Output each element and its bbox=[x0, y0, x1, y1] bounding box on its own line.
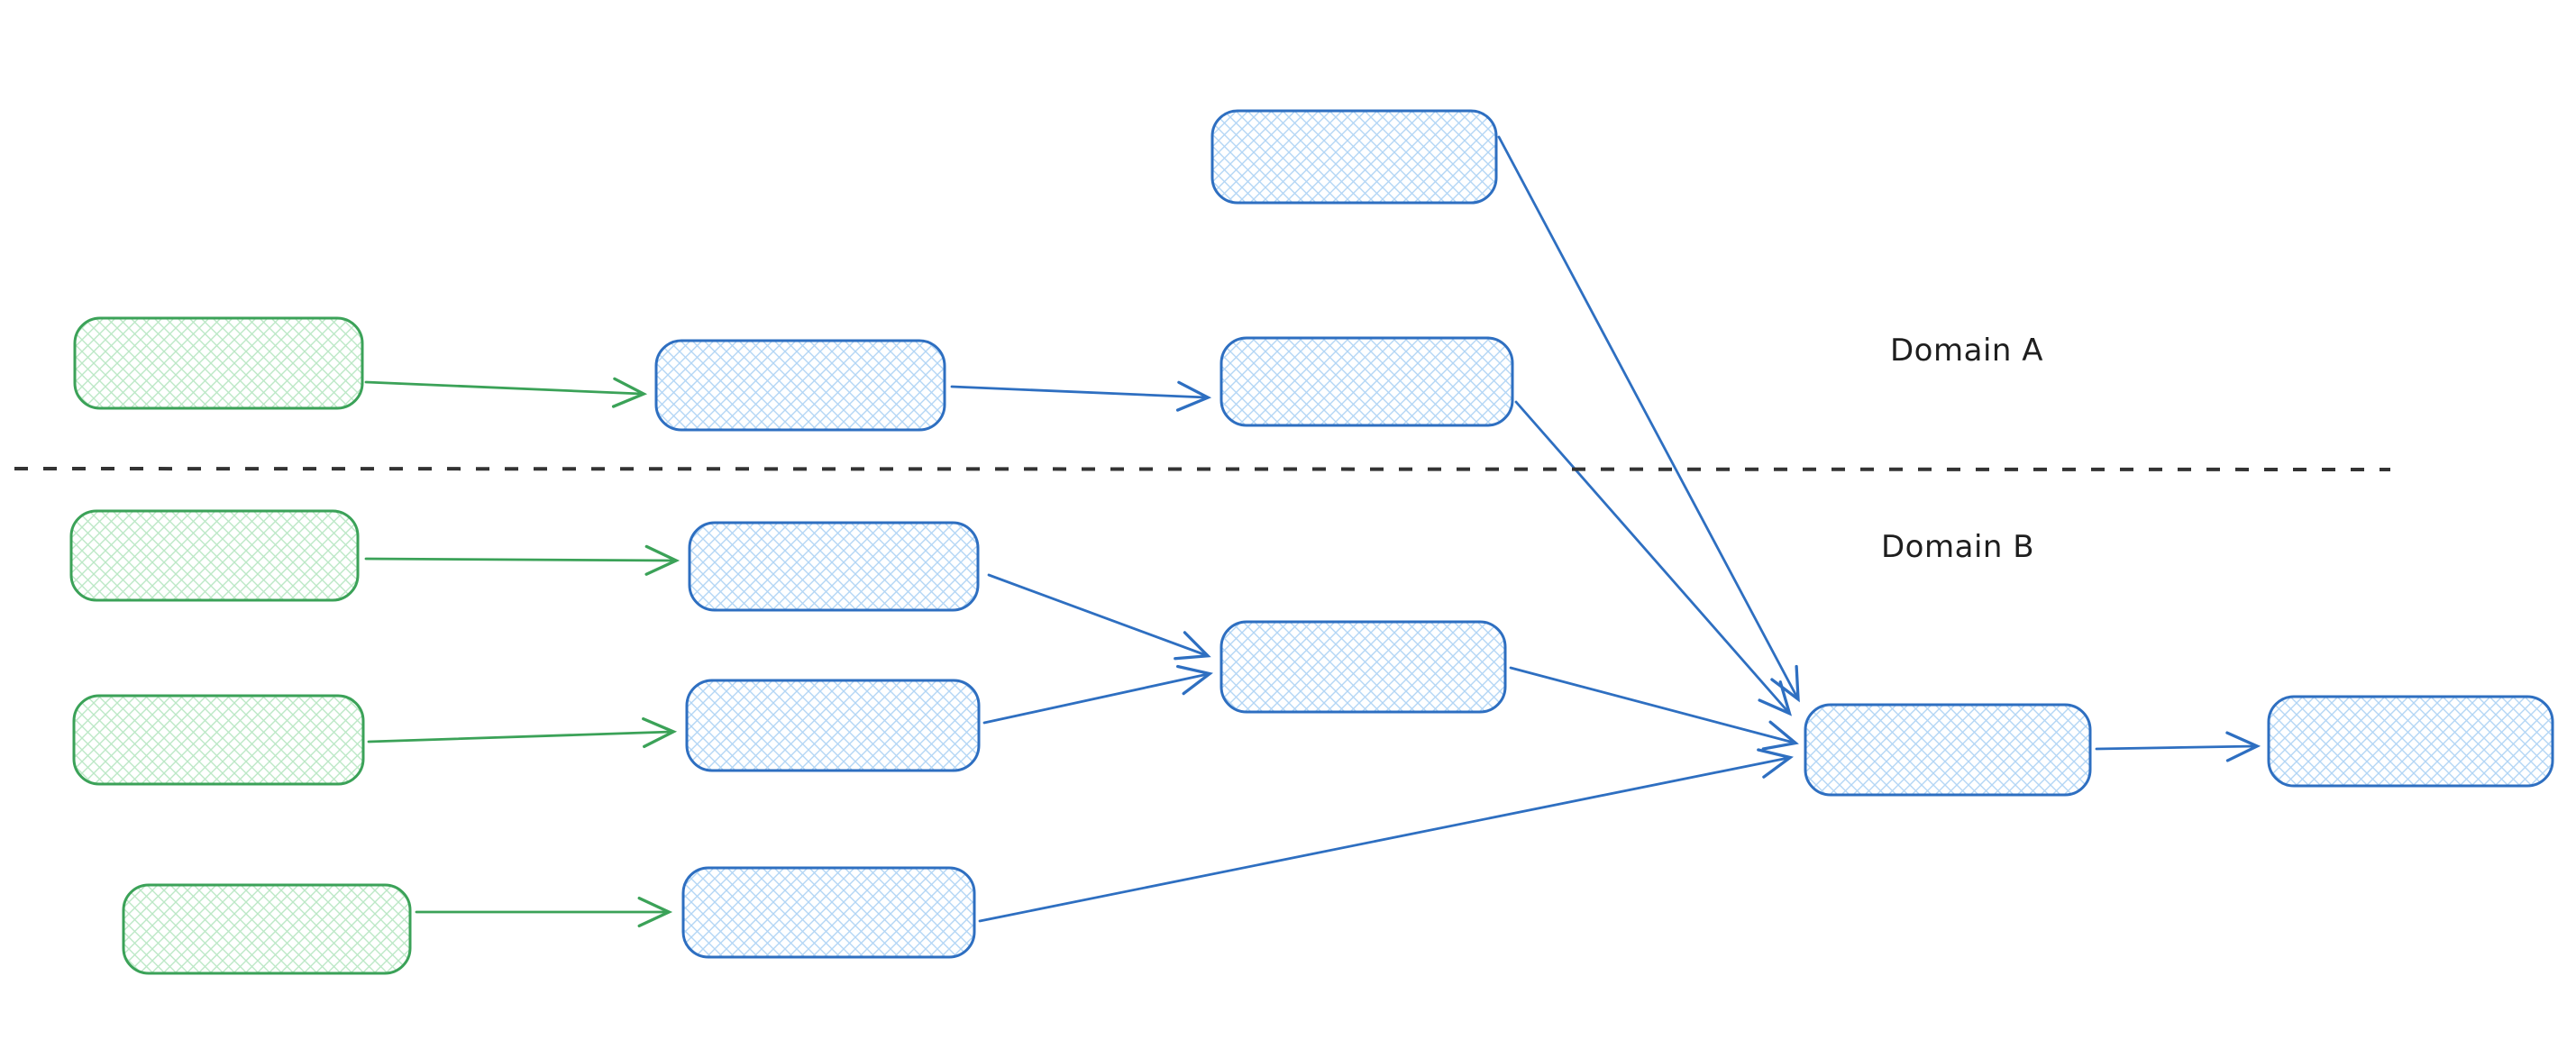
domain-divider-line bbox=[14, 467, 2391, 471]
node-blue-b3 bbox=[681, 866, 976, 959]
node-blue-b-join bbox=[1219, 620, 1507, 714]
node-blue-merge bbox=[1804, 703, 2092, 797]
node-green-2 bbox=[69, 509, 360, 602]
arrow-green-3-to-blue-b2 bbox=[367, 716, 678, 749]
node-blue-top bbox=[1210, 109, 1498, 205]
arrow-blue-top-to-blue-merge bbox=[1497, 135, 1800, 703]
nodes-layer bbox=[69, 109, 2554, 975]
node-blue-a1 bbox=[654, 339, 946, 432]
node-green-4 bbox=[122, 883, 412, 975]
arrow-blue-b3-to-blue-merge bbox=[978, 748, 1794, 923]
node-blue-a2 bbox=[1219, 336, 1514, 427]
arrow-green-1-to-blue-a1 bbox=[364, 377, 648, 408]
arrow-blue-b1-to-blue-b-join bbox=[987, 573, 1211, 661]
arrow-blue-b-join-to-blue-merge bbox=[1509, 666, 1799, 751]
arrow-blue-b2-to-blue-b-join bbox=[982, 664, 1213, 725]
arrow-blue-merge-to-blue-out bbox=[2095, 731, 2261, 762]
node-green-3 bbox=[72, 694, 365, 786]
node-blue-b2 bbox=[685, 679, 981, 772]
edges-layer bbox=[364, 135, 2261, 928]
node-blue-out bbox=[2267, 695, 2554, 788]
domain-b-label: Domain B bbox=[1881, 529, 2035, 565]
node-green-1 bbox=[73, 316, 364, 410]
arrow-blue-a2-to-blue-merge bbox=[1514, 400, 1793, 716]
arrow-blue-a1-to-blue-a2 bbox=[950, 380, 1212, 412]
arrow-green-2-to-blue-b1 bbox=[364, 544, 681, 576]
domain-a-label: Domain A bbox=[1890, 333, 2043, 369]
node-blue-b1 bbox=[688, 521, 980, 612]
